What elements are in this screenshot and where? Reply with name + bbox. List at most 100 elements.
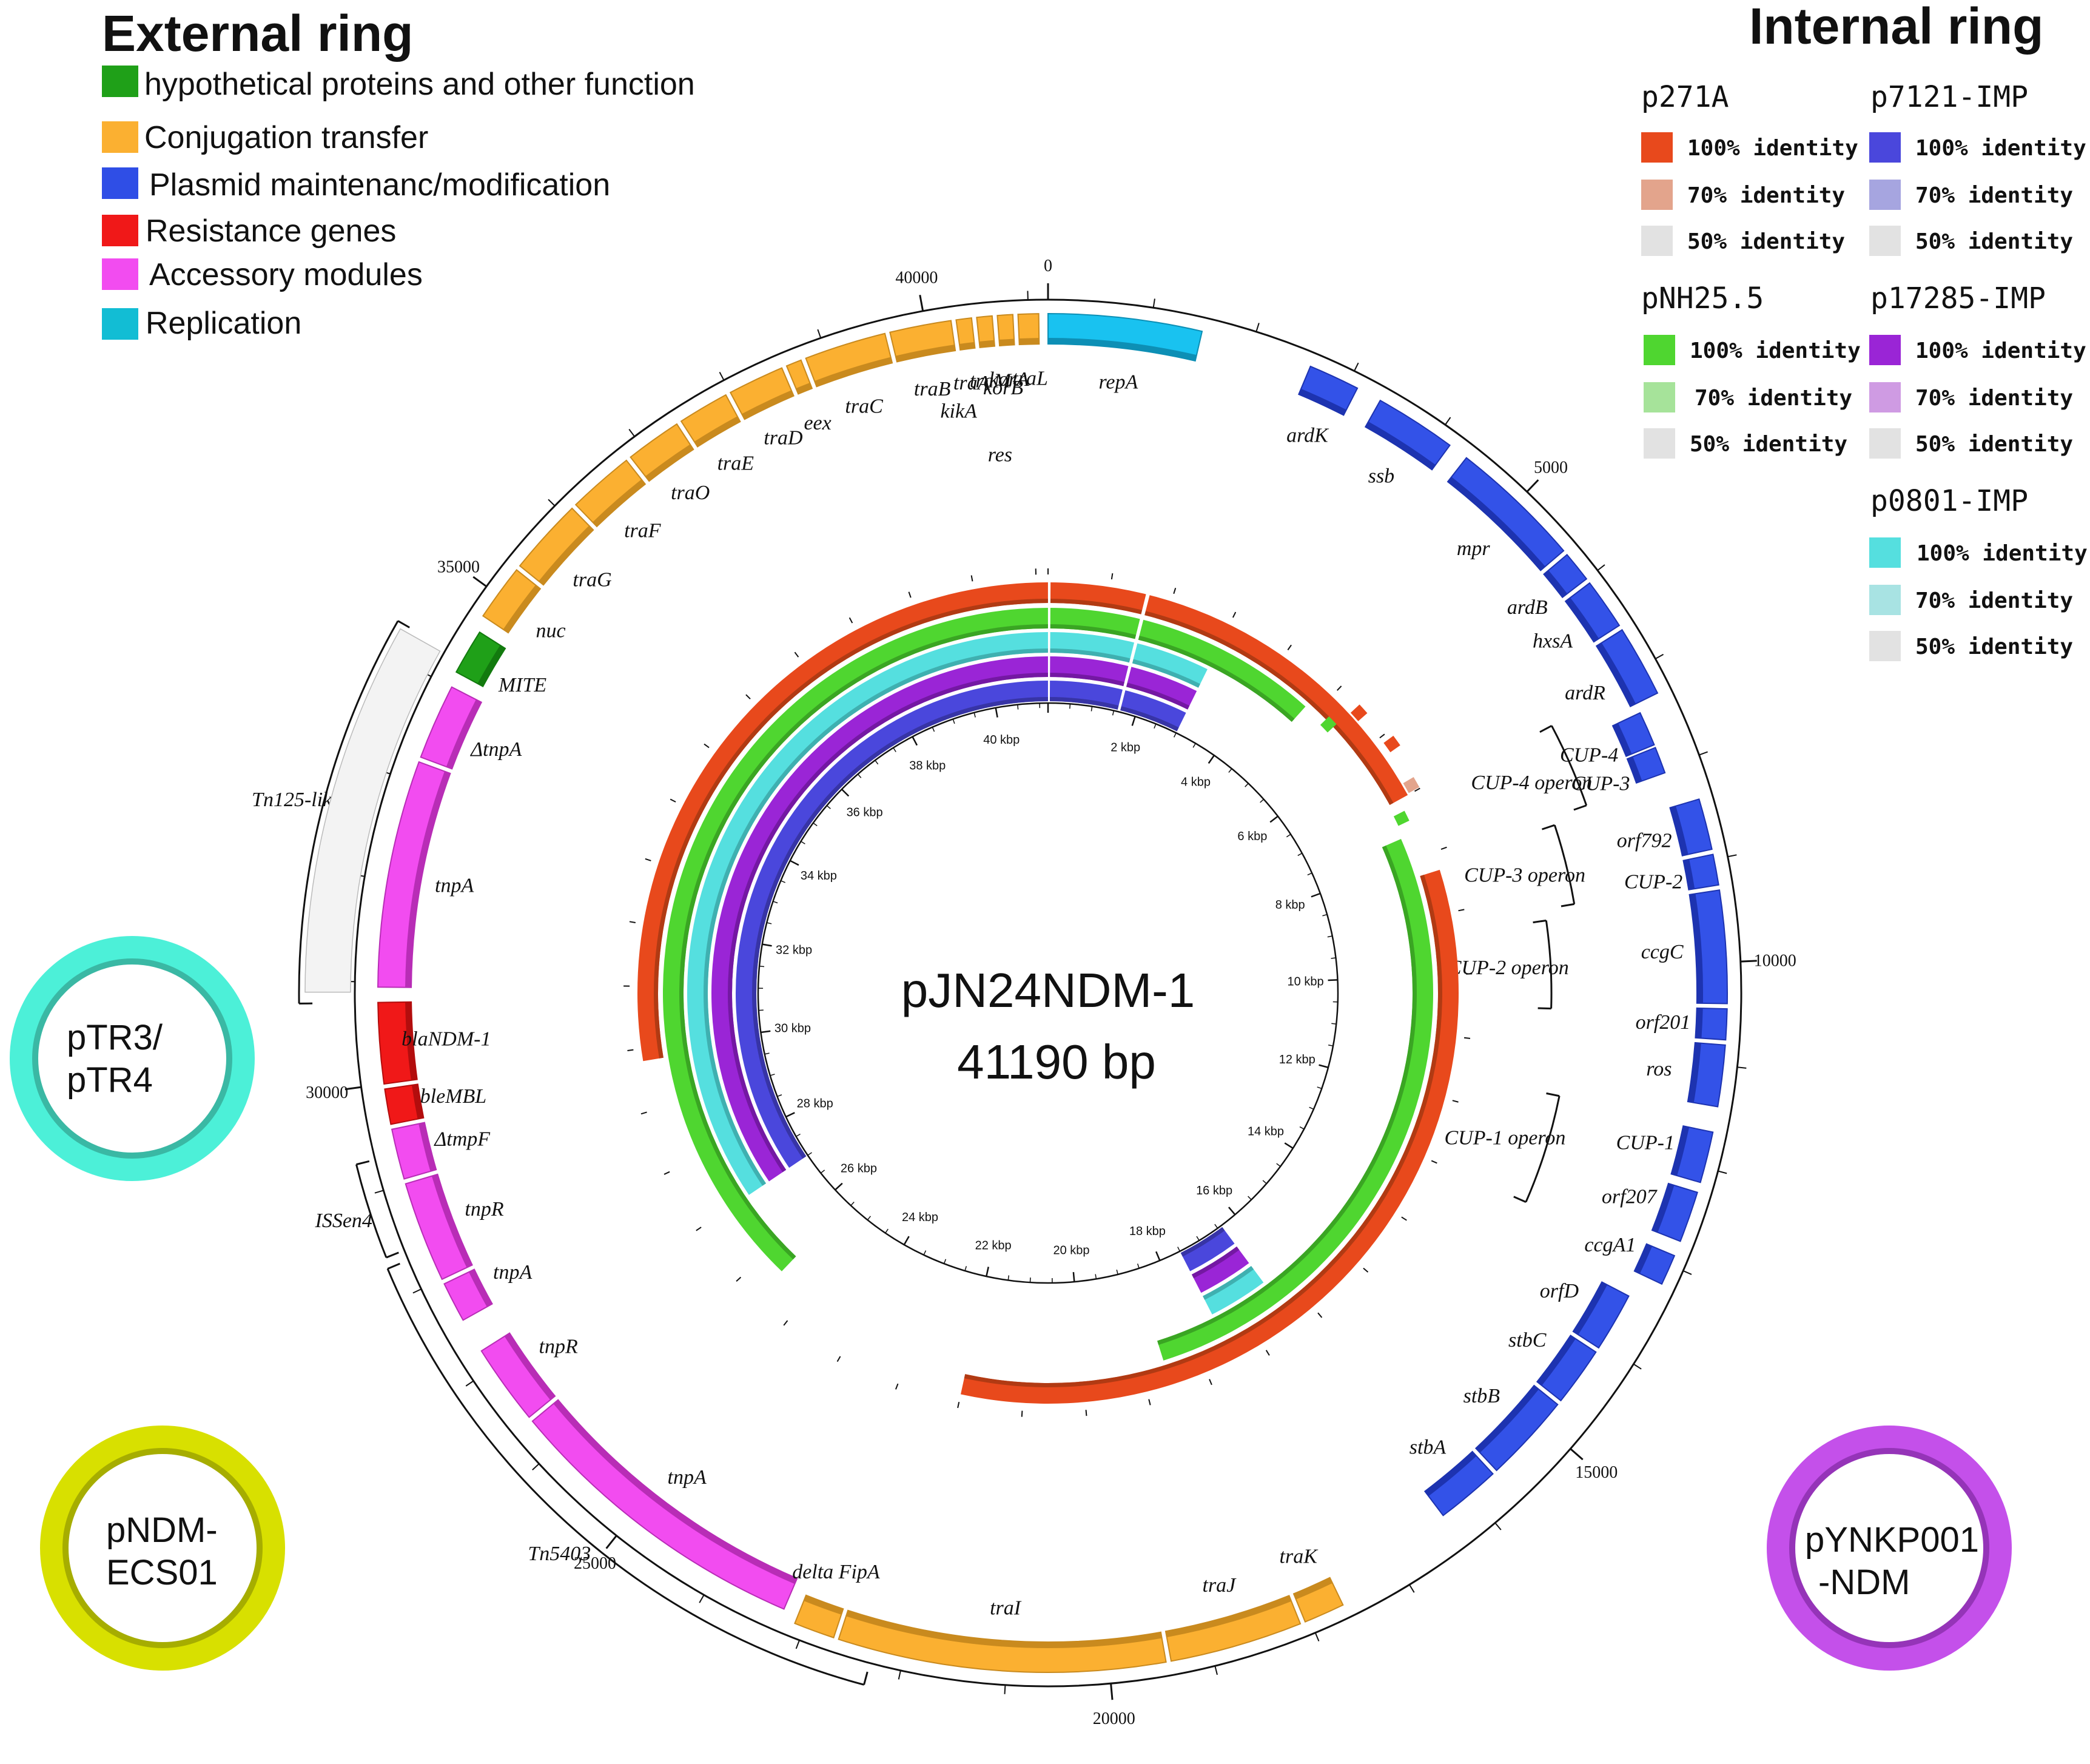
gene-arc-trao [630, 423, 694, 482]
inner-tick [807, 1152, 812, 1156]
outer-tick [1737, 1066, 1747, 1069]
inner-tick [857, 773, 862, 778]
identity-ring-tick [783, 1320, 788, 1326]
gene-label: traL [1012, 367, 1048, 389]
inner-tick-label: 20 kbp [1053, 1244, 1089, 1257]
inner-tick-label: 16 kbp [1196, 1184, 1232, 1197]
outer-tick [1718, 1170, 1727, 1174]
inner-tick-label: 18 kbp [1129, 1225, 1166, 1238]
gene-arc-traf [574, 459, 647, 528]
tn125-like-region [304, 628, 441, 993]
identity-group-title: p0801-IMP [1870, 484, 2028, 518]
bracket-end [387, 1262, 400, 1270]
inner-tick [1090, 706, 1093, 712]
inner-tick [1137, 1263, 1140, 1269]
inner-tick [1269, 815, 1279, 823]
blast-identity-rings [637, 581, 1459, 1404]
satellite-ring-ptr3: pTR3/ pTR4 [10, 936, 255, 1181]
identity-group-title: p17285-IMP [1870, 281, 2046, 315]
identity-ring-tick [640, 1111, 647, 1115]
gene-arc-orf792-edge [1670, 806, 1688, 856]
gene-arc-ccgc-edge [1689, 894, 1703, 1003]
gene-labels: repAardKssbmprardBhxsAardRCUP-4CUP-3orf7… [402, 367, 1690, 1619]
identity-ring-shade [1048, 673, 1190, 710]
bracket-end [1541, 824, 1555, 830]
outer-tick-label: 40000 [895, 269, 938, 288]
identity-ring-tick [908, 591, 912, 598]
gene-arc-tnpa-edge [468, 1269, 492, 1307]
inner-tick [1307, 872, 1312, 876]
inner-tick [1311, 892, 1321, 898]
identity-swatch [1641, 226, 1673, 256]
gene-arc-trak-edge [1294, 1577, 1333, 1600]
gene-arc-ssb [1364, 399, 1451, 471]
identity-ring-shade [1048, 697, 1179, 732]
inner-tick [1196, 1236, 1200, 1241]
gene-label: blaNDM-1 [402, 1028, 491, 1051]
inner-tick [1286, 833, 1291, 838]
gene-arc-mite [455, 631, 506, 688]
gene-arc-trac [805, 332, 893, 388]
inner-tick [875, 759, 879, 765]
gene-arc--tnpa [420, 686, 483, 770]
inner-tick [867, 1216, 872, 1220]
gene-label: traE [717, 452, 754, 474]
gene-arc-ardb-edge [1544, 570, 1568, 598]
inner-tick [995, 707, 998, 718]
outer-tick [817, 329, 822, 338]
gene-label: orf792 [1617, 830, 1672, 852]
gene-arc-tnpr-edge [504, 1333, 556, 1400]
outer-tick [1597, 564, 1605, 571]
identity-label: 50% identity [1915, 229, 2073, 254]
gene-arc-trad-edge [741, 390, 794, 420]
gene-arc-ssb-edge [1365, 421, 1436, 470]
inner-tick [1331, 1023, 1337, 1025]
outer-tick [719, 371, 725, 381]
gene-arc-orfd [1572, 1281, 1630, 1349]
gene-arc-delta-fipa-edge [804, 1595, 844, 1615]
identity-group-title: p271A [1641, 80, 1729, 114]
bracket-end [1537, 1007, 1551, 1010]
bracket-label: Tn5403 [528, 1543, 591, 1565]
outer-tick [1633, 1363, 1642, 1370]
identity-ring-tick [1440, 846, 1447, 850]
inner-tick [781, 880, 785, 883]
identity-ring-tick [836, 1356, 841, 1362]
gene-label: tnpR [539, 1336, 578, 1358]
identity-swatch [1869, 180, 1901, 210]
inner-tick [1322, 914, 1328, 917]
gene-arc-mite-edge [477, 645, 506, 687]
gene-label: traF [624, 519, 662, 542]
outer-tick [1526, 479, 1539, 493]
bracket-label: CUP-3 operon [1464, 864, 1585, 887]
identity-label: 100% identity [1917, 541, 2088, 566]
inner-tick [764, 1052, 770, 1055]
inner-tick [973, 712, 976, 718]
satellite-ring-pndm-inner [62, 1448, 263, 1648]
identity-ring-tick [1401, 1216, 1407, 1221]
gene-label: eex [804, 412, 831, 434]
identity-swatch [1869, 585, 1901, 615]
bracket-end [356, 1160, 370, 1166]
legend-label-conjugation: Conjugation transfer [144, 120, 428, 155]
inner-tick [1260, 799, 1265, 803]
legend-label-maintenance: Plasmid maintenanc/modification [149, 167, 610, 203]
inner-tick [903, 1236, 910, 1245]
gene-arc-orf201-edge [1695, 1008, 1703, 1039]
identity-label: 50% identity [1915, 635, 2073, 659]
bracket-arc [1553, 824, 1576, 904]
inner-tick [796, 1133, 801, 1137]
outer-tick [1699, 751, 1708, 756]
outer-tick [628, 428, 635, 437]
outer-tick-label: 20000 [1093, 1709, 1135, 1728]
gene-arc-hxsa-edge [1565, 598, 1599, 642]
gene-label: repA [1098, 371, 1138, 394]
legend-swatch-maintenance [102, 167, 138, 199]
outer-tick-label: 15000 [1575, 1463, 1618, 1482]
bracket-arc [298, 620, 399, 1004]
inner-tick-label: 4 kbp [1181, 776, 1211, 789]
inner-tick [762, 943, 772, 947]
gene-label-extra: korB [983, 377, 1023, 399]
outer-tick-label: 10000 [1754, 952, 1796, 971]
